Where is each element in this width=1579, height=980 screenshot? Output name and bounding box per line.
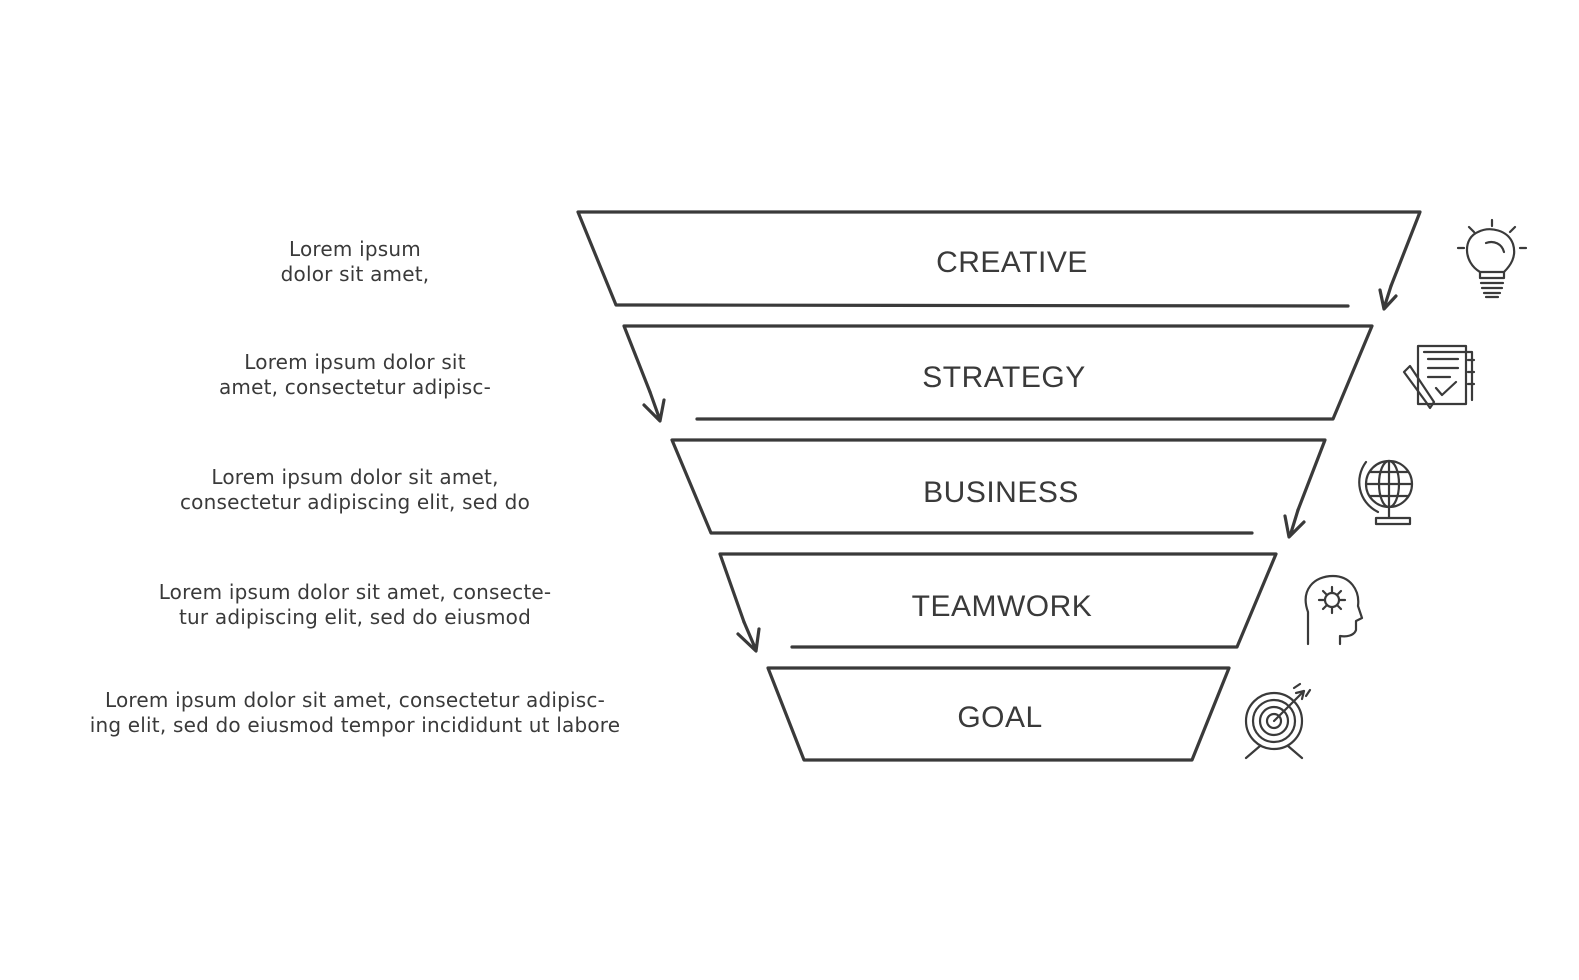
funnel-stage-strategy: STRATEGY [622, 324, 1374, 423]
stage-outline [622, 324, 1374, 421]
funnel-stage-business: BUSINESS [670, 438, 1327, 539]
target-arrow-icon [1244, 682, 1312, 760]
head-gear-icon [1304, 574, 1364, 646]
lightbulb-icon [1456, 218, 1528, 299]
description-line: Lorem ipsum dolor sit [244, 350, 466, 374]
description-strategy: Lorem ipsum dolor sit amet, consectetur … [185, 350, 525, 400]
description-line: Lorem ipsum dolor sit amet, consecte- [158, 580, 552, 604]
funnel-stage-creative: CREATIVE [576, 210, 1422, 311]
stage-label-goal: GOAL [957, 701, 1042, 734]
flow-arrow [1378, 284, 1398, 311]
stage-outline [576, 210, 1422, 308]
funnel-stage-goal: GOAL [766, 666, 1231, 762]
stage-label-creative: CREATIVE [936, 246, 1088, 279]
description-goal: Lorem ipsum dolor sit amet, consectetur … [30, 688, 680, 738]
stage-label-business: BUSINESS [923, 476, 1079, 509]
description-business: Lorem ipsum dolor sit amet, consectetur … [135, 465, 575, 515]
stage-outline [766, 666, 1231, 762]
flow-arrow [1283, 508, 1306, 539]
checklist-pen-icon [1402, 344, 1476, 410]
stage-outline [670, 438, 1327, 535]
stage-label-teamwork: TEAMWORK [912, 590, 1093, 623]
description-line: ing elit, sed do eiusmod tempor incididu… [89, 713, 621, 737]
stage-outline [718, 552, 1278, 649]
description-teamwork: Lorem ipsum dolor sit amet, consecte- tu… [100, 580, 610, 630]
flow-arrow [642, 390, 666, 423]
stage-label-strategy: STRATEGY [922, 361, 1085, 394]
funnel-stage-teamwork: TEAMWORK [718, 552, 1278, 653]
description-line: Lorem ipsum [289, 237, 421, 261]
description-line: tur adipiscing elit, sed do eiusmod [179, 605, 531, 629]
description-line: amet, consectetur adipisc- [218, 375, 492, 399]
flow-arrow [736, 620, 761, 653]
description-creative: Lorem ipsum dolor sit amet, [255, 237, 455, 287]
description-line: Lorem ipsum dolor sit amet, [211, 465, 499, 489]
description-line: dolor sit amet, [280, 262, 430, 286]
description-line: consectetur adipiscing elit, sed do [179, 490, 531, 514]
description-line: Lorem ipsum dolor sit amet, consectetur … [104, 688, 606, 712]
globe-icon [1358, 459, 1414, 526]
